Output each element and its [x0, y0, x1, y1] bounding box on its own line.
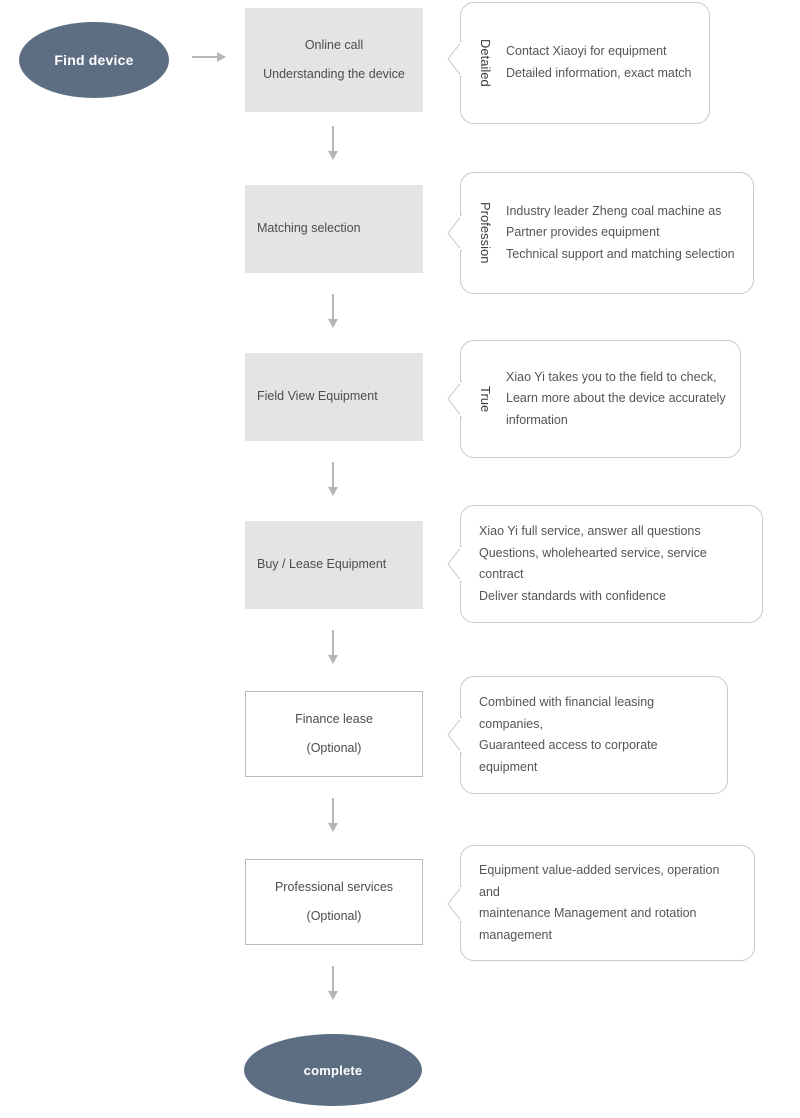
arrow-down-icon	[326, 966, 340, 1000]
callout-line: Deliver standards with confidence	[479, 588, 666, 603]
callout-detailed[interactable]: Detailed Contact Xiaoyi for equipment De…	[447, 2, 710, 124]
callout-line: Combined with financial leasing companie…	[479, 695, 655, 731]
callout-tail-icon	[447, 40, 463, 78]
step-box-field-view-equipment[interactable]: Field View Equipment	[245, 353, 423, 441]
step-line: Matching selection	[257, 221, 361, 236]
step-line-optional: (Optional)	[306, 909, 362, 923]
callout-rotated-label: True	[478, 385, 493, 413]
callout-true[interactable]: True Xiao Yi takes you to the field to c…	[447, 340, 741, 458]
callout-line: Detailed information, exact match	[506, 65, 692, 80]
end-terminator-label: complete	[303, 1062, 363, 1078]
callout-text-block: Equipment value-added services, operatio…	[479, 860, 740, 946]
callout-text-block: Industry leader Zheng coal machine as Pa…	[506, 201, 735, 266]
arrow-down-icon	[326, 462, 340, 496]
callout-tail-icon	[447, 716, 463, 754]
callout-line: maintenance Management and rotation	[479, 906, 697, 920]
callout-line: Industry leader Zheng coal machine as	[506, 203, 722, 218]
callout-line: Xiao Yi takes you to the field to check,	[506, 369, 717, 384]
callout-text-block: Xiao Yi takes you to the field to check,…	[506, 367, 726, 432]
step-line: Understanding the device	[263, 67, 405, 81]
start-terminator-label: Find device	[54, 52, 134, 68]
callout-text-block: Xiao Yi full service, answer all questio…	[479, 521, 748, 607]
step-line: Buy / Lease Equipment	[257, 557, 387, 572]
arrow-down-icon	[326, 630, 340, 664]
callout-line: Contact Xiaoyi for equipment	[506, 44, 667, 59]
callout-rotated-label: Profession	[478, 202, 493, 264]
step-box-buy-lease-equipment[interactable]: Buy / Lease Equipment	[245, 521, 423, 609]
callout-tail-icon	[447, 885, 463, 923]
arrow-down-icon	[326, 798, 340, 832]
arrow-down-icon	[326, 294, 340, 328]
step-line: Online call	[304, 37, 364, 52]
callout-line: Partner provides equipment	[506, 225, 660, 240]
step-line-optional: (Optional)	[306, 741, 362, 755]
start-terminator[interactable]: Find device	[19, 22, 169, 98]
step-box-finance-lease[interactable]: Finance lease (Optional)	[245, 691, 423, 777]
arrow-down-icon	[326, 126, 340, 160]
arrow-right-icon	[192, 50, 226, 64]
callout-line: Xiao Yi full service, answer all questio…	[479, 524, 701, 538]
callout-value-added[interactable]: Equipment value-added services, operatio…	[447, 845, 755, 961]
callout-tail-icon	[447, 214, 463, 252]
callout-rotated-label: Detailed	[478, 39, 493, 87]
callout-line: Technical support and matching selection	[506, 246, 735, 261]
callout-line: Equipment value-added services, operatio…	[479, 863, 720, 899]
callout-text-block: Combined with financial leasing companie…	[479, 692, 713, 778]
callout-service[interactable]: Xiao Yi full service, answer all questio…	[447, 505, 763, 623]
end-terminator[interactable]: complete	[244, 1034, 422, 1106]
callout-text-block: Contact Xiaoyi for equipment Detailed in…	[506, 41, 692, 84]
step-line: Field View Equipment	[257, 389, 378, 404]
callout-line: management	[479, 927, 552, 942]
callout-line: Questions, wholehearted service, service…	[479, 545, 707, 582]
step-box-online-call[interactable]: Online call Understanding the device	[245, 8, 423, 112]
callout-tail-icon	[447, 380, 463, 418]
callout-line: information	[506, 412, 568, 427]
step-box-professional-services[interactable]: Professional services (Optional)	[245, 859, 423, 945]
step-line: Finance lease	[295, 711, 373, 726]
step-line: Professional services	[274, 879, 394, 894]
callout-line: Learn more about the device accurately	[506, 391, 726, 406]
callout-financial-leasing[interactable]: Combined with financial leasing companie…	[447, 676, 728, 794]
callout-line: Guaranteed access to corporate equipment	[479, 738, 658, 774]
callout-tail-icon	[447, 545, 463, 583]
step-box-matching-selection[interactable]: Matching selection	[245, 185, 423, 273]
callout-profession[interactable]: Profession Industry leader Zheng coal ma…	[447, 172, 754, 294]
